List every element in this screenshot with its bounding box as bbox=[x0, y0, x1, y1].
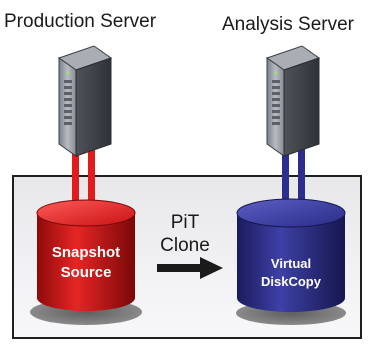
production-cables bbox=[72, 150, 95, 212]
snapshot-source-cylinder: Snapshot Source bbox=[36, 199, 136, 311]
analysis-cables bbox=[282, 148, 305, 212]
target-label-line1: Virtual bbox=[271, 256, 311, 271]
target-label-line2: DiskCopy bbox=[261, 274, 322, 289]
arrow-label-line2: Clone bbox=[160, 235, 210, 256]
clone-arrow bbox=[157, 257, 223, 279]
source-label-line2: Source bbox=[61, 264, 112, 281]
virtual-diskcopy-cylinder: Virtual DiskCopy bbox=[236, 198, 346, 312]
source-label-line1: Snapshot bbox=[52, 244, 120, 261]
production-server-label: Production Server bbox=[4, 11, 157, 32]
analysis-server-icon bbox=[265, 45, 321, 157]
production-server-icon bbox=[57, 45, 113, 157]
arrow-label-line1: PiT bbox=[171, 212, 200, 233]
analysis-server-label: Analysis Server bbox=[222, 14, 354, 35]
